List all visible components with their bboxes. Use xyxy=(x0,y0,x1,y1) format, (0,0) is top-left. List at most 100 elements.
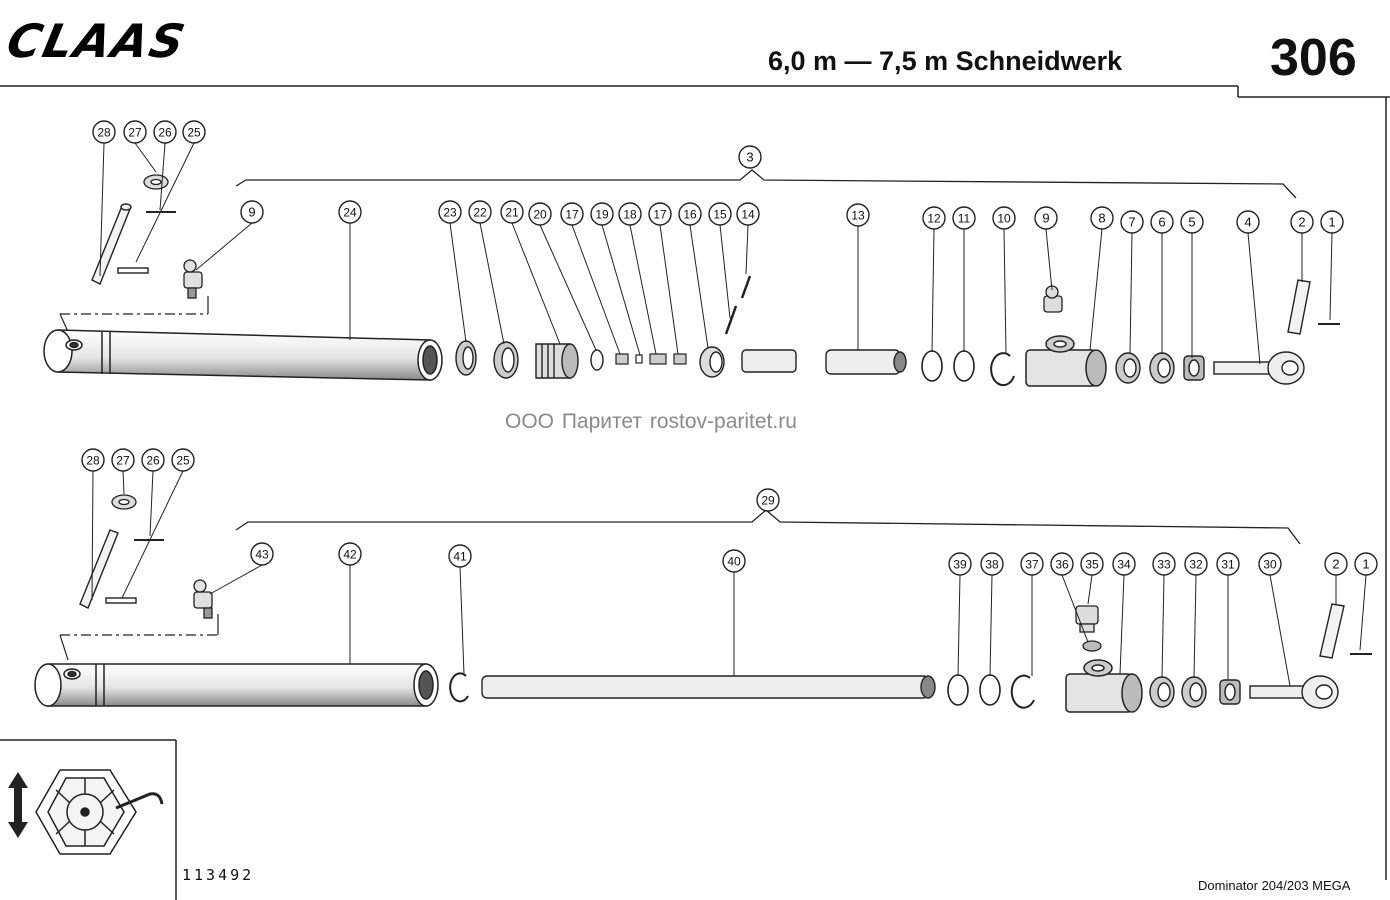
callout-label: 25 xyxy=(187,126,201,140)
callout-41: 41 xyxy=(448,544,472,568)
callout-1: 1 xyxy=(1320,210,1344,234)
callout-32: 32 xyxy=(1184,552,1208,576)
callout-25: 25 xyxy=(182,120,206,144)
callout-leader-line xyxy=(719,224,731,319)
callout-circle xyxy=(111,448,135,472)
callout-6: 6 xyxy=(1150,210,1174,234)
callout-label: 34 xyxy=(1117,558,1131,572)
callout-label: 28 xyxy=(86,454,100,468)
callout-label: 16 xyxy=(683,208,697,222)
callout-circle xyxy=(438,200,462,224)
callout-circle xyxy=(1236,210,1260,234)
callout-leader-line xyxy=(1045,228,1053,291)
part-grease-nipple-9-housing xyxy=(1043,285,1063,313)
part-ring-6 xyxy=(1149,352,1175,384)
callout-circle xyxy=(81,448,105,472)
callout-38: 38 xyxy=(980,552,1004,576)
callout-circle xyxy=(1034,206,1058,230)
part-circlip-10 xyxy=(990,352,1015,387)
callout-label: 1 xyxy=(1362,557,1369,572)
callout-12: 12 xyxy=(922,206,946,230)
callout-36: 36 xyxy=(1050,552,1074,576)
callout-leader-line xyxy=(539,224,597,351)
callout-15: 15 xyxy=(708,202,732,226)
callout-leader-line xyxy=(1089,228,1103,351)
callout-circle xyxy=(153,120,177,144)
part-rod-end-4 xyxy=(1213,351,1305,385)
callout-leader-line xyxy=(459,566,465,675)
callout-7: 7 xyxy=(1120,210,1144,234)
callout-leaders xyxy=(91,142,1367,687)
callout-label: 35 xyxy=(1085,558,1099,572)
callout-13: 13 xyxy=(846,203,870,227)
callout-leader-line xyxy=(957,574,961,677)
callout-40: 40 xyxy=(722,549,746,573)
callout-34: 34 xyxy=(1112,552,1136,576)
callout-label: 15 xyxy=(713,208,727,222)
callout-circle xyxy=(738,145,762,169)
callout-circle xyxy=(182,120,206,144)
callout-3: 3 xyxy=(738,145,762,169)
callout-20: 20 xyxy=(528,202,552,226)
callout-circle xyxy=(92,120,116,144)
callout-16: 16 xyxy=(678,202,702,226)
callout-leader-line xyxy=(1129,232,1133,355)
part-washer-27-top xyxy=(143,174,169,190)
callout-label: 8 xyxy=(1098,211,1105,226)
callout-leader-line xyxy=(209,564,263,595)
callout-43: 43 xyxy=(250,542,274,566)
callout-circle xyxy=(240,200,264,224)
part-oring-39 xyxy=(947,674,969,706)
callout-circle xyxy=(171,448,195,472)
callout-circle xyxy=(922,206,946,230)
callout-leader-line xyxy=(931,228,935,353)
callout-39: 39 xyxy=(948,552,972,576)
callout-label: 32 xyxy=(1189,558,1203,572)
callout-label: 30 xyxy=(1263,558,1277,572)
callout-leader-line xyxy=(1119,574,1125,675)
callout-circle xyxy=(1050,552,1074,576)
part-housing-8 xyxy=(1025,335,1107,387)
callout-label: 19 xyxy=(595,208,609,222)
callout-circle xyxy=(1290,210,1314,234)
callout-leader-line xyxy=(1003,228,1007,355)
figure-number: 113492 xyxy=(182,866,255,884)
callout-leader-line xyxy=(159,142,166,211)
callout-circle xyxy=(846,203,870,227)
callout-label: 4 xyxy=(1244,215,1251,230)
callout-42: 42 xyxy=(338,542,362,566)
callout-label: 7 xyxy=(1128,215,1135,230)
callout-5: 5 xyxy=(1180,210,1204,234)
callout-circle xyxy=(722,549,746,573)
callout-circle xyxy=(678,202,702,226)
callout-circle xyxy=(123,120,147,144)
callout-circle xyxy=(1080,552,1104,576)
callout-circle xyxy=(1180,210,1204,234)
callout-label: 40 xyxy=(727,555,741,569)
callout-label: 5 xyxy=(1188,215,1195,230)
part-nut-5 xyxy=(1183,355,1205,381)
vertical-double-arrow-icon xyxy=(8,772,28,838)
part-pin-2-bottom xyxy=(1319,603,1345,659)
callout-label: 29 xyxy=(761,494,775,508)
callout-leader-line xyxy=(1359,574,1367,651)
callout-circle xyxy=(1152,552,1176,576)
callout-circle xyxy=(1320,210,1344,234)
callout-label: 26 xyxy=(146,454,160,468)
part-rod-sleeve xyxy=(741,349,797,373)
group-bracket-top xyxy=(235,169,1297,199)
callout-27: 27 xyxy=(123,120,147,144)
part-pin-28-bottom xyxy=(79,529,119,609)
callout-leader-line xyxy=(1061,574,1089,643)
callout-leader-line xyxy=(629,224,657,355)
callout-circle xyxy=(948,552,972,576)
callout-label: 9 xyxy=(1042,211,1049,226)
callout-label: 27 xyxy=(116,454,130,468)
callout-label: 17 xyxy=(565,208,579,222)
callout-26: 26 xyxy=(153,120,177,144)
callout-11: 11 xyxy=(952,206,976,230)
callout-30: 30 xyxy=(1258,552,1282,576)
group-bracket-bottom xyxy=(235,509,1301,545)
callout-circle xyxy=(560,202,584,226)
callout-circle xyxy=(756,488,780,512)
